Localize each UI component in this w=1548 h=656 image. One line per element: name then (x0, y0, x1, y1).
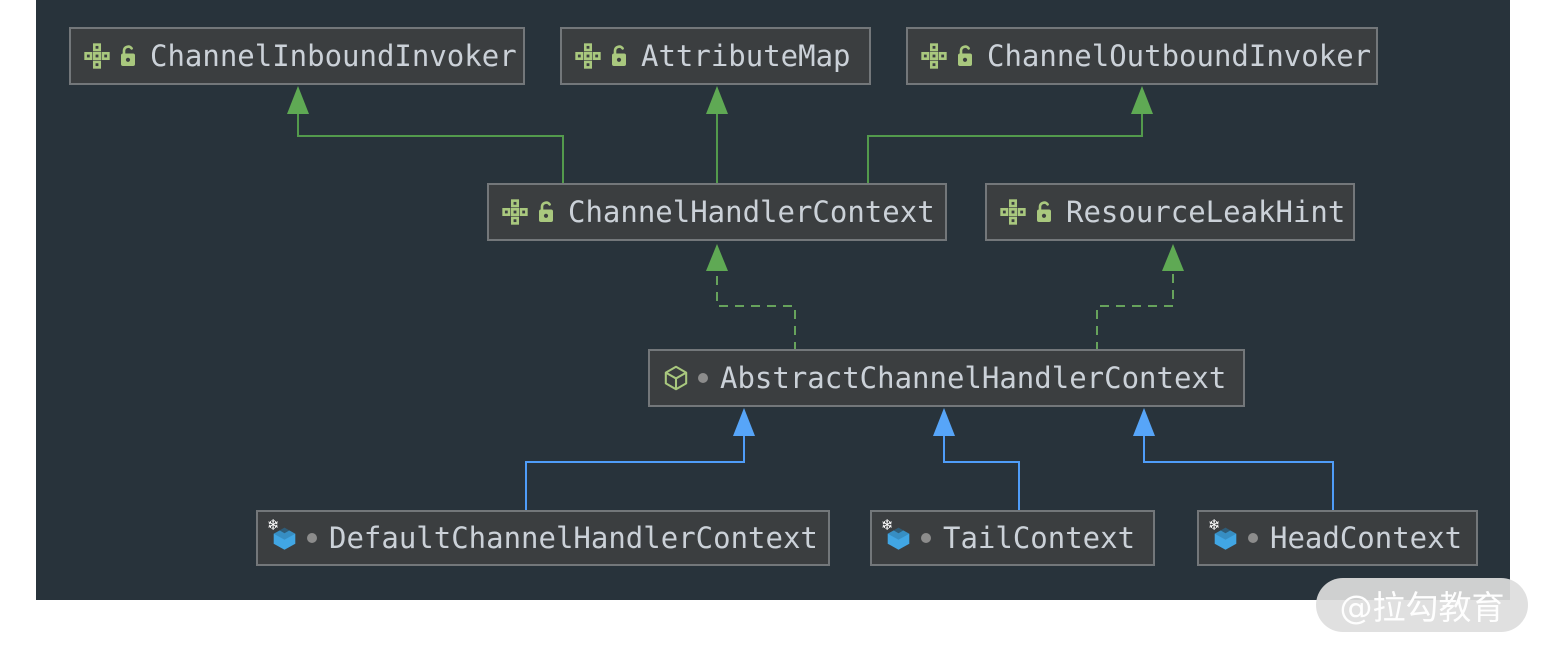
node-label: ResourceLeakHint (1066, 195, 1346, 229)
interface-icon (921, 43, 947, 69)
public-lock-icon (955, 44, 975, 68)
abstract-class-icon (663, 365, 689, 391)
package-private-dot-icon (698, 373, 708, 383)
package-private-dot-icon (1248, 533, 1258, 543)
node-label: ChannelOutboundInvoker (987, 39, 1372, 73)
node-label: AttributeMap (641, 39, 851, 73)
node-resource-leak-hint[interactable]: ResourceLeakHint (985, 183, 1355, 241)
snowflake-icon: ❄ (267, 515, 280, 534)
final-class-icon: ❄ (1208, 517, 1239, 552)
package-private-dot-icon (921, 533, 931, 543)
node-label: DefaultChannelHandlerContext (329, 521, 818, 555)
public-lock-icon (609, 44, 629, 68)
node-label: AbstractChannelHandlerContext (720, 361, 1227, 395)
final-class-icon: ❄ (881, 517, 912, 552)
interface-icon (1000, 199, 1026, 225)
final-class-icon: ❄ (267, 517, 298, 552)
node-attribute-map[interactable]: AttributeMap (560, 27, 871, 85)
node-label: ChannelHandlerContext (568, 195, 935, 229)
node-channel-inbound-invoker[interactable]: ChannelInboundInvoker (69, 27, 525, 85)
watermark-badge: @拉勾教育 (1316, 578, 1528, 632)
public-lock-icon (1034, 200, 1054, 224)
interface-icon (575, 43, 601, 69)
node-channel-handler-context[interactable]: ChannelHandlerContext (487, 183, 947, 241)
node-default-channel-handler-context[interactable]: ❄ DefaultChannelHandlerContext (256, 510, 830, 566)
snowflake-icon: ❄ (881, 515, 894, 534)
interface-icon (84, 43, 110, 69)
node-tail-context[interactable]: ❄ TailContext (870, 510, 1155, 566)
node-head-context[interactable]: ❄ HeadContext (1197, 510, 1478, 566)
node-channel-outbound-invoker[interactable]: ChannelOutboundInvoker (906, 27, 1378, 85)
interface-icon (502, 199, 528, 225)
watermark-text: @拉勾教育 (1339, 588, 1505, 627)
public-lock-icon (118, 44, 138, 68)
node-abstract-channel-handler-context[interactable]: AbstractChannelHandlerContext (648, 349, 1245, 407)
package-private-dot-icon (307, 533, 317, 543)
snowflake-icon: ❄ (1208, 515, 1221, 534)
public-lock-icon (536, 200, 556, 224)
node-label: ChannelInboundInvoker (150, 39, 517, 73)
node-label: TailContext (943, 521, 1136, 555)
node-label: HeadContext (1270, 521, 1463, 555)
